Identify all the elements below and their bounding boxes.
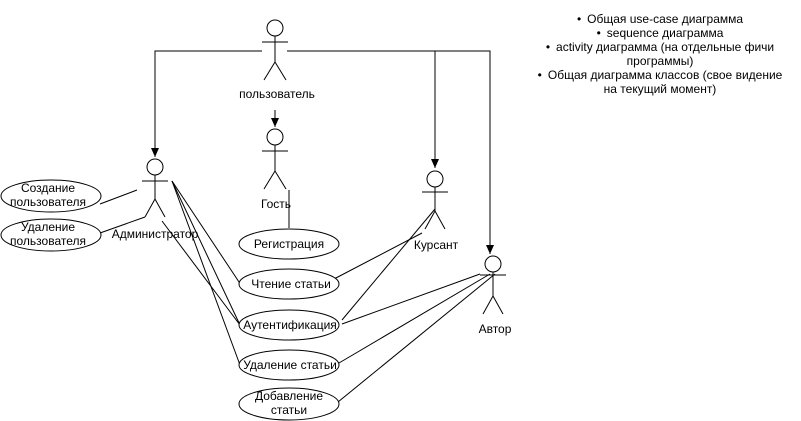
usecase-add-article bbox=[238, 387, 340, 421]
assoc-cadet-read bbox=[333, 232, 423, 280]
assoc-author-auth bbox=[341, 273, 481, 325]
usecase-registration-label: Регистрация bbox=[254, 237, 324, 251]
notes-list: Общая use-case диаграмма sequence диагра… bbox=[530, 12, 790, 96]
assoc-admin-delete-user bbox=[99, 216, 146, 234]
assoc-admin-delete-article bbox=[171, 180, 241, 366]
usecase-add-article-label-1: Добавление bbox=[255, 389, 323, 403]
actor-cadet-label: Курсант bbox=[414, 238, 459, 252]
usecase-read-article-label: Чтение статьи bbox=[251, 277, 331, 291]
usecase-authentication bbox=[238, 309, 340, 341]
associations bbox=[99, 180, 496, 403]
note-item: sequence диаграмма bbox=[530, 26, 790, 40]
arrow-user-to-cadet bbox=[287, 50, 439, 168]
assoc-admin-read bbox=[171, 180, 242, 286]
actor-author-label: Автор bbox=[479, 322, 512, 336]
actor-cadet bbox=[422, 170, 448, 230]
usecase-create-user-label-2: пользователя bbox=[10, 195, 86, 209]
usecase-create-user bbox=[0, 179, 102, 213]
usecase-delete-user bbox=[0, 218, 102, 252]
assoc-admin-create-user bbox=[99, 189, 138, 205]
assoc-cadet-auth bbox=[341, 208, 436, 321]
inheritance-arrows bbox=[151, 50, 494, 254]
usecase-delete-article-label: Удаление статьи bbox=[243, 358, 337, 372]
assoc-author-add-article bbox=[337, 273, 496, 403]
usecase-delete-user-label-2: пользователя bbox=[10, 234, 86, 248]
actor-user-label: пользователь bbox=[239, 87, 315, 101]
note-item: Общая use-case диаграмма bbox=[530, 12, 790, 26]
usecase-read-article bbox=[238, 268, 340, 300]
usecase-authentication-label: Аутентификация bbox=[243, 318, 337, 332]
arrow-user-to-author bbox=[435, 50, 494, 254]
assoc-author-delete-article bbox=[338, 273, 491, 364]
note-item: Общая диаграмма классов (свое видение на… bbox=[530, 68, 790, 96]
actor-guest bbox=[262, 128, 288, 190]
usecase-delete-user-label-1: Удаление bbox=[21, 220, 75, 234]
actor-admin-label: Администратор bbox=[112, 227, 199, 241]
actor-guest-label: Гость bbox=[261, 197, 291, 211]
arrow-user-to-admin bbox=[151, 50, 262, 157]
usecase-create-user-label-1: Создание bbox=[21, 181, 75, 195]
assoc-admin-auth bbox=[171, 180, 241, 326]
assoc-admin-auth-2 bbox=[161, 220, 241, 326]
note-item: activity диаграмма (на отдельные фичи пр… bbox=[530, 40, 790, 68]
usecase-delete-article bbox=[238, 349, 340, 381]
actor-user bbox=[262, 19, 288, 81]
usecase-add-article-label-2: статьи bbox=[271, 403, 307, 417]
actor-author bbox=[480, 255, 506, 315]
usecase-registration bbox=[238, 228, 340, 260]
actor-admin bbox=[142, 158, 168, 218]
